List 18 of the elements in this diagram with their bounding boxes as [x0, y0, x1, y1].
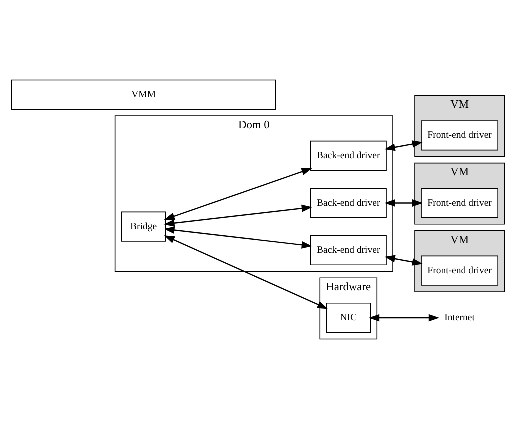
node-text: Internet — [444, 312, 475, 324]
arrow — [384, 140, 424, 152]
node-box: Front-end driver — [421, 120, 498, 151]
arrow — [384, 255, 424, 266]
node-box: VMM — [11, 80, 276, 110]
node-box: Back-end driver — [310, 188, 387, 218]
arrow — [164, 226, 312, 249]
arrow — [164, 236, 328, 310]
node-box: Back-end driver — [310, 235, 387, 266]
node-box: Front-end driver — [421, 256, 498, 286]
node-box: Front-end driver — [421, 188, 498, 218]
node-box: Bridge — [121, 212, 166, 242]
arrow — [384, 200, 424, 207]
arrow — [164, 204, 312, 228]
node-box: Back-end driver — [310, 140, 387, 172]
arrow — [164, 168, 312, 220]
node-box: NIC — [326, 302, 372, 334]
arrow — [368, 314, 440, 322]
